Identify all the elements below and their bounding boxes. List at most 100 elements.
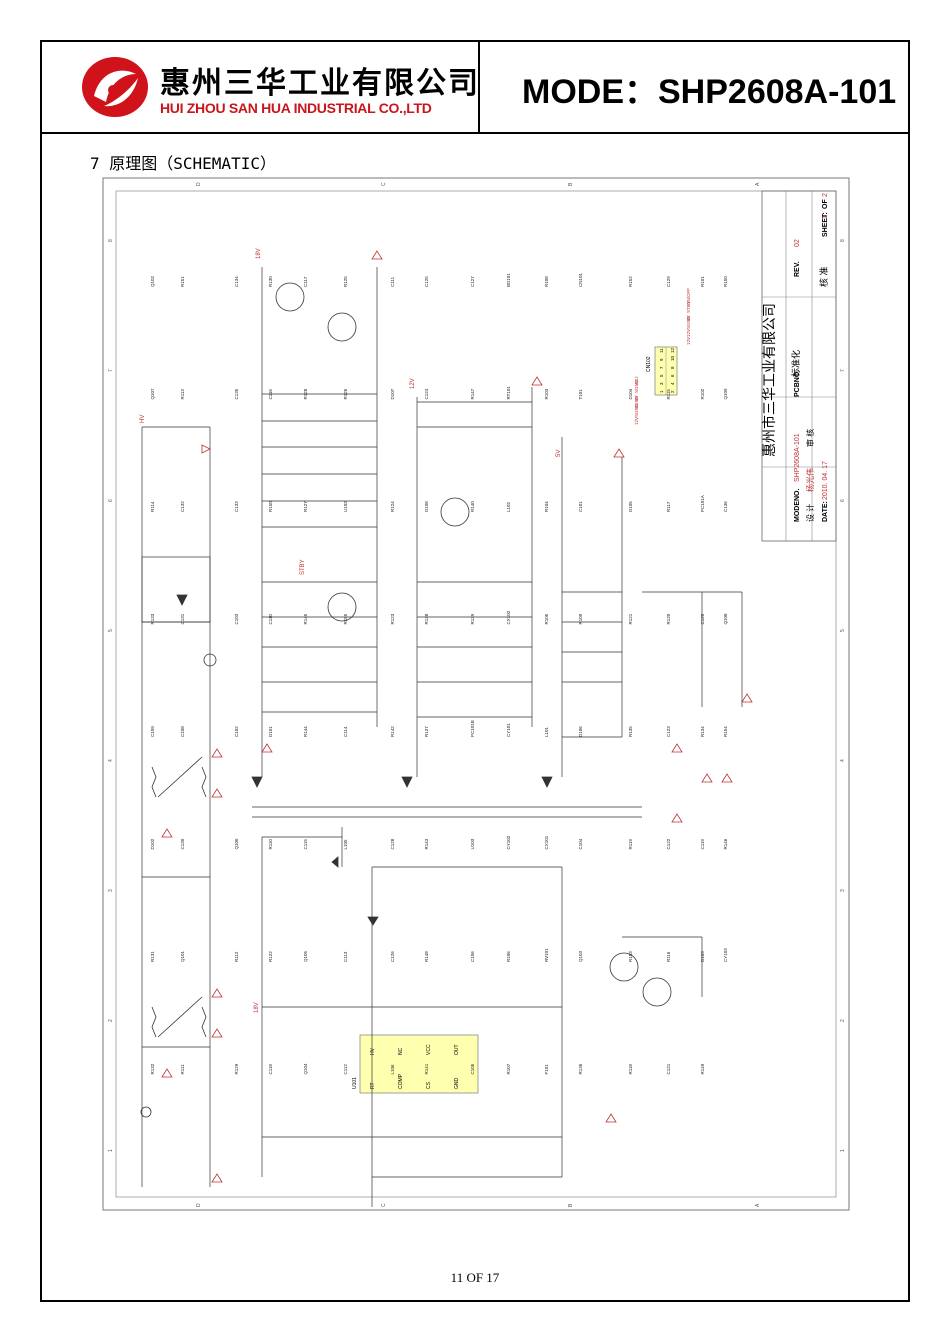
component-ref: R154 bbox=[723, 726, 728, 737]
grid-letter-bottom-group: D bbox=[196, 1203, 202, 1207]
connector-pin-left: 11 bbox=[659, 348, 664, 353]
component-ref: R142 bbox=[390, 726, 395, 737]
company-logo-mark-icon bbox=[82, 57, 148, 117]
component-ref: R152 bbox=[628, 276, 633, 287]
grid-number-right-group: 3 bbox=[840, 889, 846, 892]
component-ref-group: R108 bbox=[544, 276, 549, 287]
component-ref: C123 bbox=[666, 726, 671, 737]
component-ref: R150 bbox=[723, 276, 728, 287]
grid-letter-bottom: C bbox=[381, 1203, 387, 1207]
component-ref-group: R134 bbox=[700, 726, 705, 737]
connector-pin-right: 4 bbox=[670, 382, 675, 385]
component-ref: L105 bbox=[343, 839, 348, 850]
grid-number-right-group: 8 bbox=[840, 239, 846, 242]
component-ref: R126 bbox=[343, 388, 348, 399]
grid-number-right-group: 5 bbox=[840, 629, 846, 632]
component-ref: C130 bbox=[180, 838, 185, 849]
grid-letter-top-group: D bbox=[196, 182, 202, 186]
connector-net-left-group: 12V bbox=[634, 417, 639, 425]
grid-letter-bottom: B bbox=[568, 1203, 574, 1207]
component-ref: Q109 bbox=[723, 388, 728, 400]
component-ref-group: R147 bbox=[470, 388, 475, 399]
component-ref: R104 bbox=[544, 501, 549, 512]
ic-pin-bottom: GND bbox=[454, 1078, 460, 1090]
component-ref-group: R133 bbox=[150, 613, 155, 624]
component-ref-group: R106 bbox=[506, 951, 511, 962]
component-ref-group: C117 bbox=[303, 276, 308, 287]
ic-pin-top: NC bbox=[398, 1047, 404, 1055]
connector-pin-right: 8 bbox=[670, 366, 675, 369]
grid-number-right: 2 bbox=[840, 1019, 846, 1022]
grid-number-right: 5 bbox=[840, 629, 846, 632]
component-ref: R140 bbox=[470, 501, 475, 512]
component-ref-group: R152 bbox=[628, 276, 633, 287]
connector-pin-right-group: 6 bbox=[670, 374, 675, 377]
component-ref: D102 bbox=[150, 838, 155, 849]
component-ref-group: C131 bbox=[180, 613, 185, 624]
component-ref: R155 bbox=[343, 613, 348, 624]
component-ref: C131 bbox=[180, 613, 185, 624]
component-labels: Q102Q107R114R133C109D102R131R132R151R113… bbox=[150, 272, 728, 1074]
component-ref-group: D103 bbox=[700, 951, 705, 962]
component-ref-group: R142 bbox=[390, 726, 395, 737]
component-ref-group: R127 bbox=[303, 501, 308, 512]
rail-label-12v: 12V bbox=[410, 378, 416, 389]
connector-pin-left-group: 9 bbox=[659, 358, 664, 361]
connector-net-right: SGND bbox=[686, 315, 691, 329]
grid-number-left-group: 1 bbox=[108, 1149, 114, 1152]
component-ref-group: C123 bbox=[666, 726, 671, 737]
component-ref: C114 bbox=[343, 726, 348, 737]
component-ref: Q104 bbox=[303, 1063, 308, 1075]
connector-pin-right-group: 12 bbox=[670, 347, 675, 353]
component-ref: R115 bbox=[666, 389, 671, 400]
component-ref-group: R138 bbox=[424, 613, 429, 624]
component-ref-group: C114 bbox=[343, 726, 348, 737]
grid-number-right-group: 1 bbox=[840, 1149, 846, 1152]
grid-number-left-group: 7 bbox=[108, 369, 114, 372]
component-ref-group: R151 bbox=[180, 276, 185, 287]
circuit-wires bbox=[141, 267, 743, 1207]
component-ref: T101 bbox=[578, 389, 583, 400]
grid-number-right-group: 6 bbox=[840, 499, 846, 502]
grid-letter-top: A bbox=[755, 182, 761, 186]
component-ref-group: R102 bbox=[700, 388, 705, 399]
connector-pin-left-group: 7 bbox=[659, 366, 664, 369]
component-ref: CY103 bbox=[723, 948, 728, 962]
component-ref: C119 bbox=[700, 839, 705, 850]
component-ref-group: CX101 bbox=[544, 835, 549, 849]
component-ref: C115 bbox=[303, 839, 308, 850]
component-ref: R122 bbox=[268, 951, 273, 962]
component-ref: C121 bbox=[666, 1063, 671, 1074]
component-ref-group: C118 bbox=[268, 1064, 273, 1075]
component-ref-group: CX102 bbox=[506, 610, 511, 624]
component-ref-group: R117 bbox=[666, 501, 671, 512]
component-ref-group: Q106 bbox=[234, 838, 239, 850]
component-ref: R124 bbox=[390, 501, 395, 512]
component-ref-group: U102 bbox=[343, 501, 348, 512]
connector-net-left-group: SGND bbox=[634, 403, 639, 417]
connector-net-right: 12V bbox=[686, 329, 691, 337]
component-ref-group: C120 bbox=[700, 613, 705, 624]
connector-name: CN102 bbox=[646, 356, 652, 372]
component-ref: CY102 bbox=[506, 835, 511, 849]
component-ref-group: R143 bbox=[424, 838, 429, 849]
component-ref: CX102 bbox=[506, 610, 511, 624]
grid-number-left: 1 bbox=[108, 1149, 114, 1152]
component-ref: C111 bbox=[390, 276, 395, 287]
component-ref: L106 bbox=[390, 1064, 395, 1075]
component-ref-group: C121 bbox=[666, 1063, 671, 1074]
component-ref: RT101 bbox=[506, 386, 511, 400]
connector-net-left: SGND bbox=[634, 379, 639, 393]
component-ref-group: R155 bbox=[343, 613, 348, 624]
rail-label-18v: 18V bbox=[256, 248, 262, 259]
component-ref-group: F101 bbox=[544, 1064, 549, 1075]
grid-number-left-group: 3 bbox=[108, 889, 114, 892]
model-label: MODENO. bbox=[794, 489, 801, 523]
component-ref: C102 bbox=[234, 726, 239, 737]
header-divider bbox=[478, 42, 480, 132]
component-ref-group: C109 bbox=[150, 726, 155, 737]
company-name-en: HUI ZHOU SAN HUA INDUSTRIAL CO.,LTD bbox=[160, 100, 432, 116]
component-ref-group: R136 bbox=[578, 1063, 583, 1074]
grid-number-right-group: 2 bbox=[840, 1019, 846, 1022]
